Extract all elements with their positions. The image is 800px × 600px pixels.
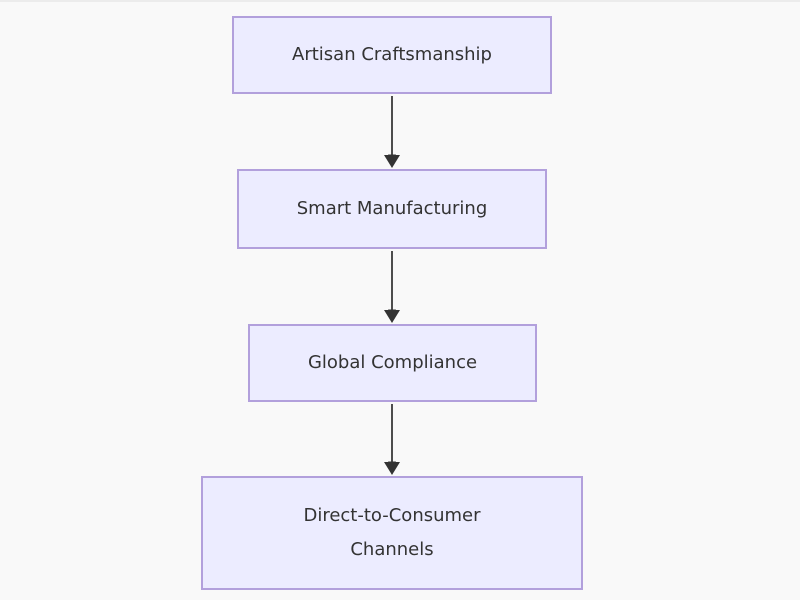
node-label: Global Compliance — [307, 351, 478, 373]
node-label: Smart Manufacturing — [296, 197, 488, 219]
edge-arrow-3 — [384, 404, 400, 475]
flowchart-node-global-compliance: Global Compliance — [248, 324, 537, 402]
flowchart-node-smart-manufacturing: Smart Manufacturing — [237, 169, 547, 249]
arrowhead-icon — [384, 462, 400, 475]
edge-arrow-2 — [384, 251, 400, 323]
arrowhead-icon — [384, 155, 400, 168]
flowchart-node-direct-to-consumer-channels: Direct-to-Consumer Channels — [201, 476, 583, 590]
flowchart-node-artisan-craftsmanship: Artisan Craftsmanship — [232, 16, 552, 94]
edge-arrow-1 — [384, 96, 400, 168]
node-label: Artisan Craftsmanship — [292, 43, 492, 65]
arrowhead-icon — [384, 310, 400, 323]
node-label: Direct-to-Consumer Channels — [303, 505, 481, 560]
